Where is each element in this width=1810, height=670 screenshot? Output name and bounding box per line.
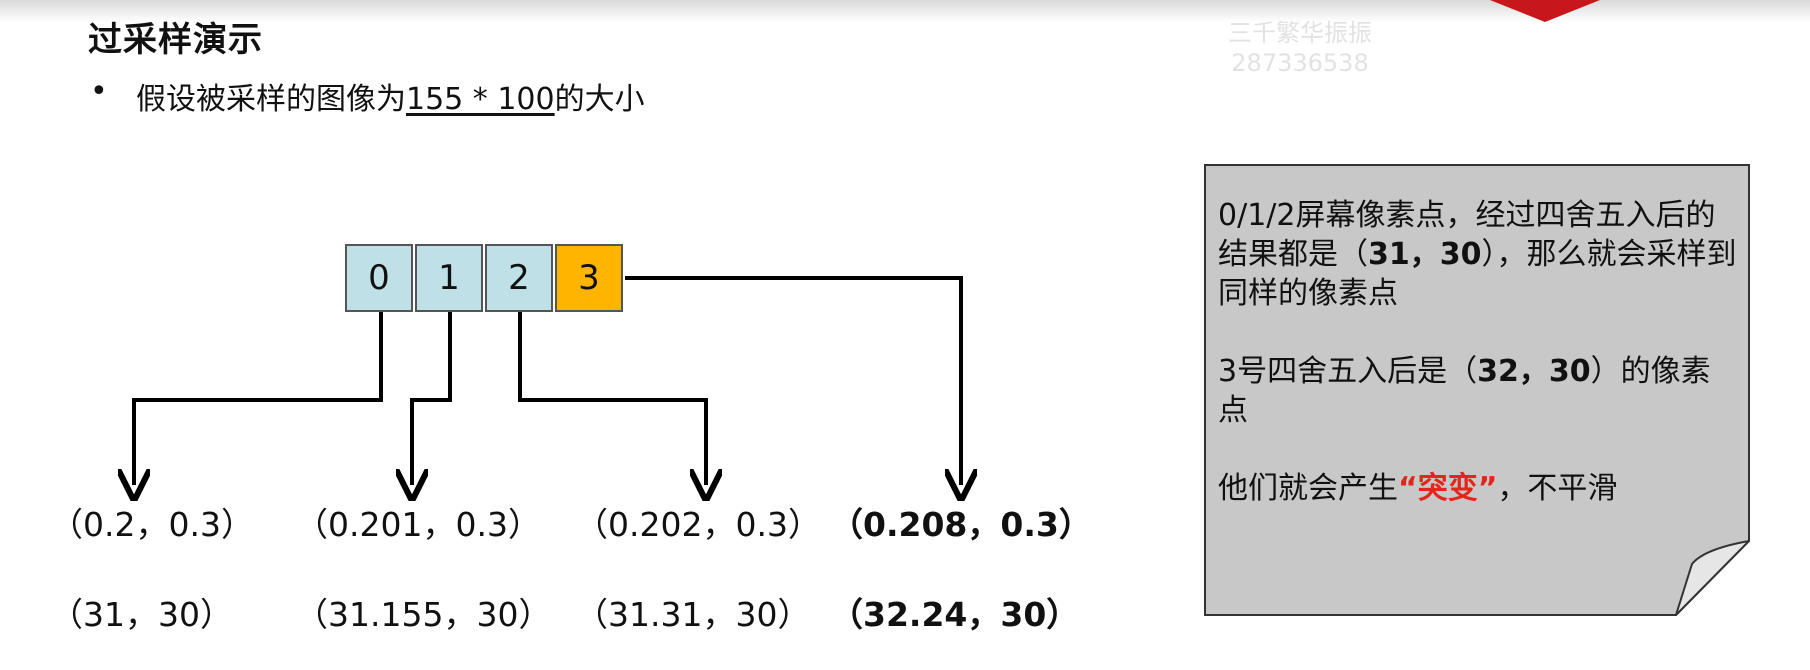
arrow-pixel-2 xyxy=(518,312,706,485)
note-p1-c: ），那么就会采样到同样的像素点 xyxy=(1218,237,1737,311)
pixel-cell-3: 3 xyxy=(555,244,623,312)
bullet-prefix: 假设被采样的图像为 xyxy=(136,82,406,117)
arrow-pixel-0 xyxy=(134,312,383,485)
texture-coord-1: （0.201，0.3） xyxy=(295,505,541,544)
note-p2-coord: 32，30 xyxy=(1477,354,1591,389)
note-text: 0/1/2屏幕像素点，经过四舍五入后的结果都是（31，30），那么就会采样到同样… xyxy=(1218,196,1738,547)
arrow-pixel-3 xyxy=(625,276,961,485)
slide-title: 过采样演示 xyxy=(88,20,263,60)
bullet-size: 155 * 100 xyxy=(406,82,555,117)
texture-coord-3: （0.208，0.3） xyxy=(830,505,1092,544)
pixel-coord-3: （32.24，30） xyxy=(830,595,1080,634)
watermark-line-2: 287336538 xyxy=(1231,49,1369,77)
note-paragraph-3: 他们就会产生“突变”，不平滑 xyxy=(1218,469,1738,508)
watermark-line-1: 三千繁华振振 xyxy=(1228,19,1372,47)
bullet-text: 假设被采样的图像为155 * 100的大小 xyxy=(136,74,645,118)
bullet-dot-icon: • xyxy=(90,74,108,109)
note-p3-c: ，不平滑 xyxy=(1497,471,1618,506)
note-p2-a: 3号四舍五入后是（ xyxy=(1218,354,1478,389)
note-box xyxy=(1204,164,1750,616)
pixel-cell-1: 1 xyxy=(415,244,483,312)
pixel-cell-0: 0 xyxy=(345,244,413,312)
pixel-cell-2: 2 xyxy=(485,244,553,312)
note-p3-a: 他们就会产生 xyxy=(1218,471,1398,506)
note-paragraph-2: 3号四舍五入后是（32，30）的像素点 xyxy=(1218,352,1738,430)
note-p1-coord: 31，30 xyxy=(1368,237,1482,272)
note-p3-highlight: “突变” xyxy=(1398,471,1498,506)
pixel-coord-2: （31.31，30） xyxy=(575,595,811,634)
top-bar-shade xyxy=(0,0,1810,22)
arrow-pixel-1 xyxy=(412,312,452,485)
texture-coord-2: （0.202，0.3） xyxy=(575,505,821,544)
note-paragraph-1: 0/1/2屏幕像素点，经过四舍五入后的结果都是（31，30），那么就会采样到同样… xyxy=(1218,196,1738,313)
bullet-suffix: 的大小 xyxy=(554,82,645,117)
note-p2-c: ）的像素点 xyxy=(1218,354,1711,428)
note-p1-a: 0/1/2屏幕像素点，经过四舍五入后的结果都是（ xyxy=(1218,198,1716,272)
pixel-coord-1: （31.155，30） xyxy=(295,595,552,634)
pixel-coord-0: （31，30） xyxy=(50,595,233,634)
texture-coord-0: （0.2，0.3） xyxy=(50,505,254,544)
watermark: 三千繁华振振 287336538 xyxy=(1220,18,1380,78)
